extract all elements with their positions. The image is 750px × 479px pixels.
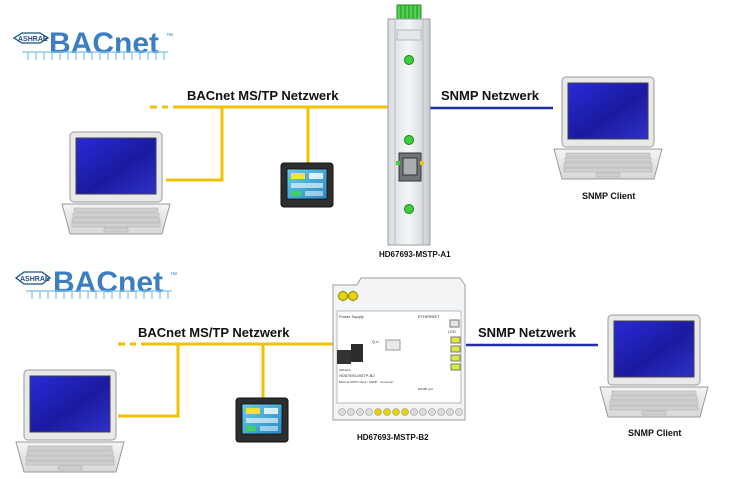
laptop-left-top bbox=[61, 131, 171, 235]
device-label-top: HD67693-MSTP-A1 bbox=[379, 250, 451, 259]
panel-power-supply: Power Supply bbox=[339, 314, 364, 319]
panel-leds: LED bbox=[448, 329, 456, 334]
panel-port: RS485 port bbox=[418, 387, 433, 391]
bacnet-word-bottom: BACnet bbox=[53, 266, 163, 299]
laptop-left-bottom bbox=[15, 369, 125, 473]
snmp-client-label-top: SNMP Client bbox=[582, 191, 636, 201]
bacnet-line-bottom bbox=[118, 342, 333, 418]
panel-subtitle: BACnet MSTP slave / SNMP - Converter bbox=[339, 380, 393, 384]
tm-bottom: ™ bbox=[170, 272, 177, 279]
bacnet-network-label-top: BACnet MS/TP Netzwerk bbox=[187, 88, 339, 103]
hmi-panel-top bbox=[280, 162, 334, 208]
bacnet-line-top bbox=[150, 105, 388, 182]
tm-top: ™ bbox=[166, 33, 173, 40]
panel-brand: ADFweb bbox=[339, 368, 351, 372]
panel-model: HD67693-MSTP-B2 bbox=[339, 373, 375, 378]
bacnet-logo-top: ASHRAE BACnet ™ bbox=[12, 27, 173, 60]
hmi-panel-bottom bbox=[235, 397, 289, 443]
ashrae-text-bottom: ASHRAE bbox=[20, 276, 50, 283]
device-label-bottom: HD67693-MSTP-B2 bbox=[357, 433, 429, 442]
bacnet-word-top: BACnet bbox=[49, 27, 159, 60]
bacnet-network-label-bottom: BACnet MS/TP Netzwerk bbox=[138, 325, 290, 340]
panel-qn: Q.n. bbox=[372, 339, 380, 344]
snmp-network-label-top: SNMP Netzwerk bbox=[441, 88, 540, 103]
bacnet-logo-bottom: ASHRAE BACnet ™ bbox=[14, 266, 177, 299]
ashrae-text-top: ASHRAE bbox=[18, 36, 48, 43]
laptop-snmp-client-bottom bbox=[599, 314, 709, 418]
din-rail-device-top bbox=[387, 4, 431, 246]
converter-module-bottom: Power Supply ETHERNET LED Q.n. ADFweb HD… bbox=[332, 277, 466, 421]
snmp-network-label-bottom: SNMP Netzwerk bbox=[478, 325, 577, 340]
snmp-client-label-bottom: SNMP Client bbox=[628, 428, 682, 438]
laptop-snmp-client-top bbox=[553, 76, 663, 180]
panel-ethernet: ETHERNET bbox=[418, 314, 440, 319]
